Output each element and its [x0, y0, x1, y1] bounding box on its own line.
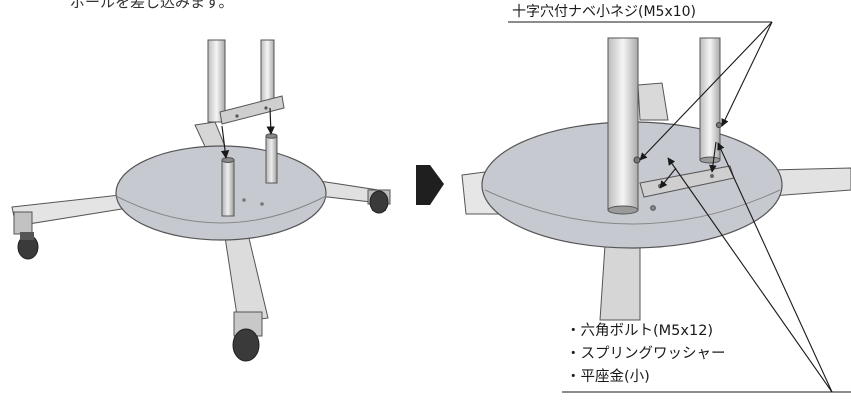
- socket-post: [265, 133, 278, 184]
- pole-bracket: [219, 95, 285, 125]
- insert-arrow: [659, 167, 677, 189]
- leader-line: [721, 21, 773, 127]
- socket-post: [221, 157, 235, 217]
- caster-wheel: [17, 232, 39, 260]
- parts-list: ・六角ボルト(M5x12) ・スプリングワッシャー ・平座金(小): [566, 320, 726, 389]
- pole: [207, 39, 226, 123]
- leader-line: [717, 142, 833, 393]
- caster-wheel: [232, 328, 260, 362]
- insert-arrow: [220, 125, 230, 159]
- screw-label: 十字穴付ナベ小ネジ(M5x10): [512, 4, 697, 20]
- parts-item: ・スプリングワッシャー: [566, 346, 726, 362]
- right-base-assembly: [461, 37, 851, 321]
- base-plate: [115, 145, 327, 241]
- caster-wheel: [369, 190, 389, 214]
- parts-item: ・六角ボルト(M5x12): [566, 323, 714, 339]
- pole: [260, 39, 275, 105]
- pole: [607, 37, 641, 215]
- leader-line: [639, 21, 773, 161]
- instruction-text: ポールを差し込みます。: [70, 0, 234, 11]
- leader-line: [667, 157, 833, 393]
- pole: [699, 37, 723, 164]
- insert-arrow: [709, 141, 717, 173]
- insert-arrow: [266, 107, 275, 135]
- left-base-assembly: [11, 39, 391, 362]
- parts-item: ・平座金(小): [566, 369, 650, 385]
- step-arrow: [416, 165, 444, 205]
